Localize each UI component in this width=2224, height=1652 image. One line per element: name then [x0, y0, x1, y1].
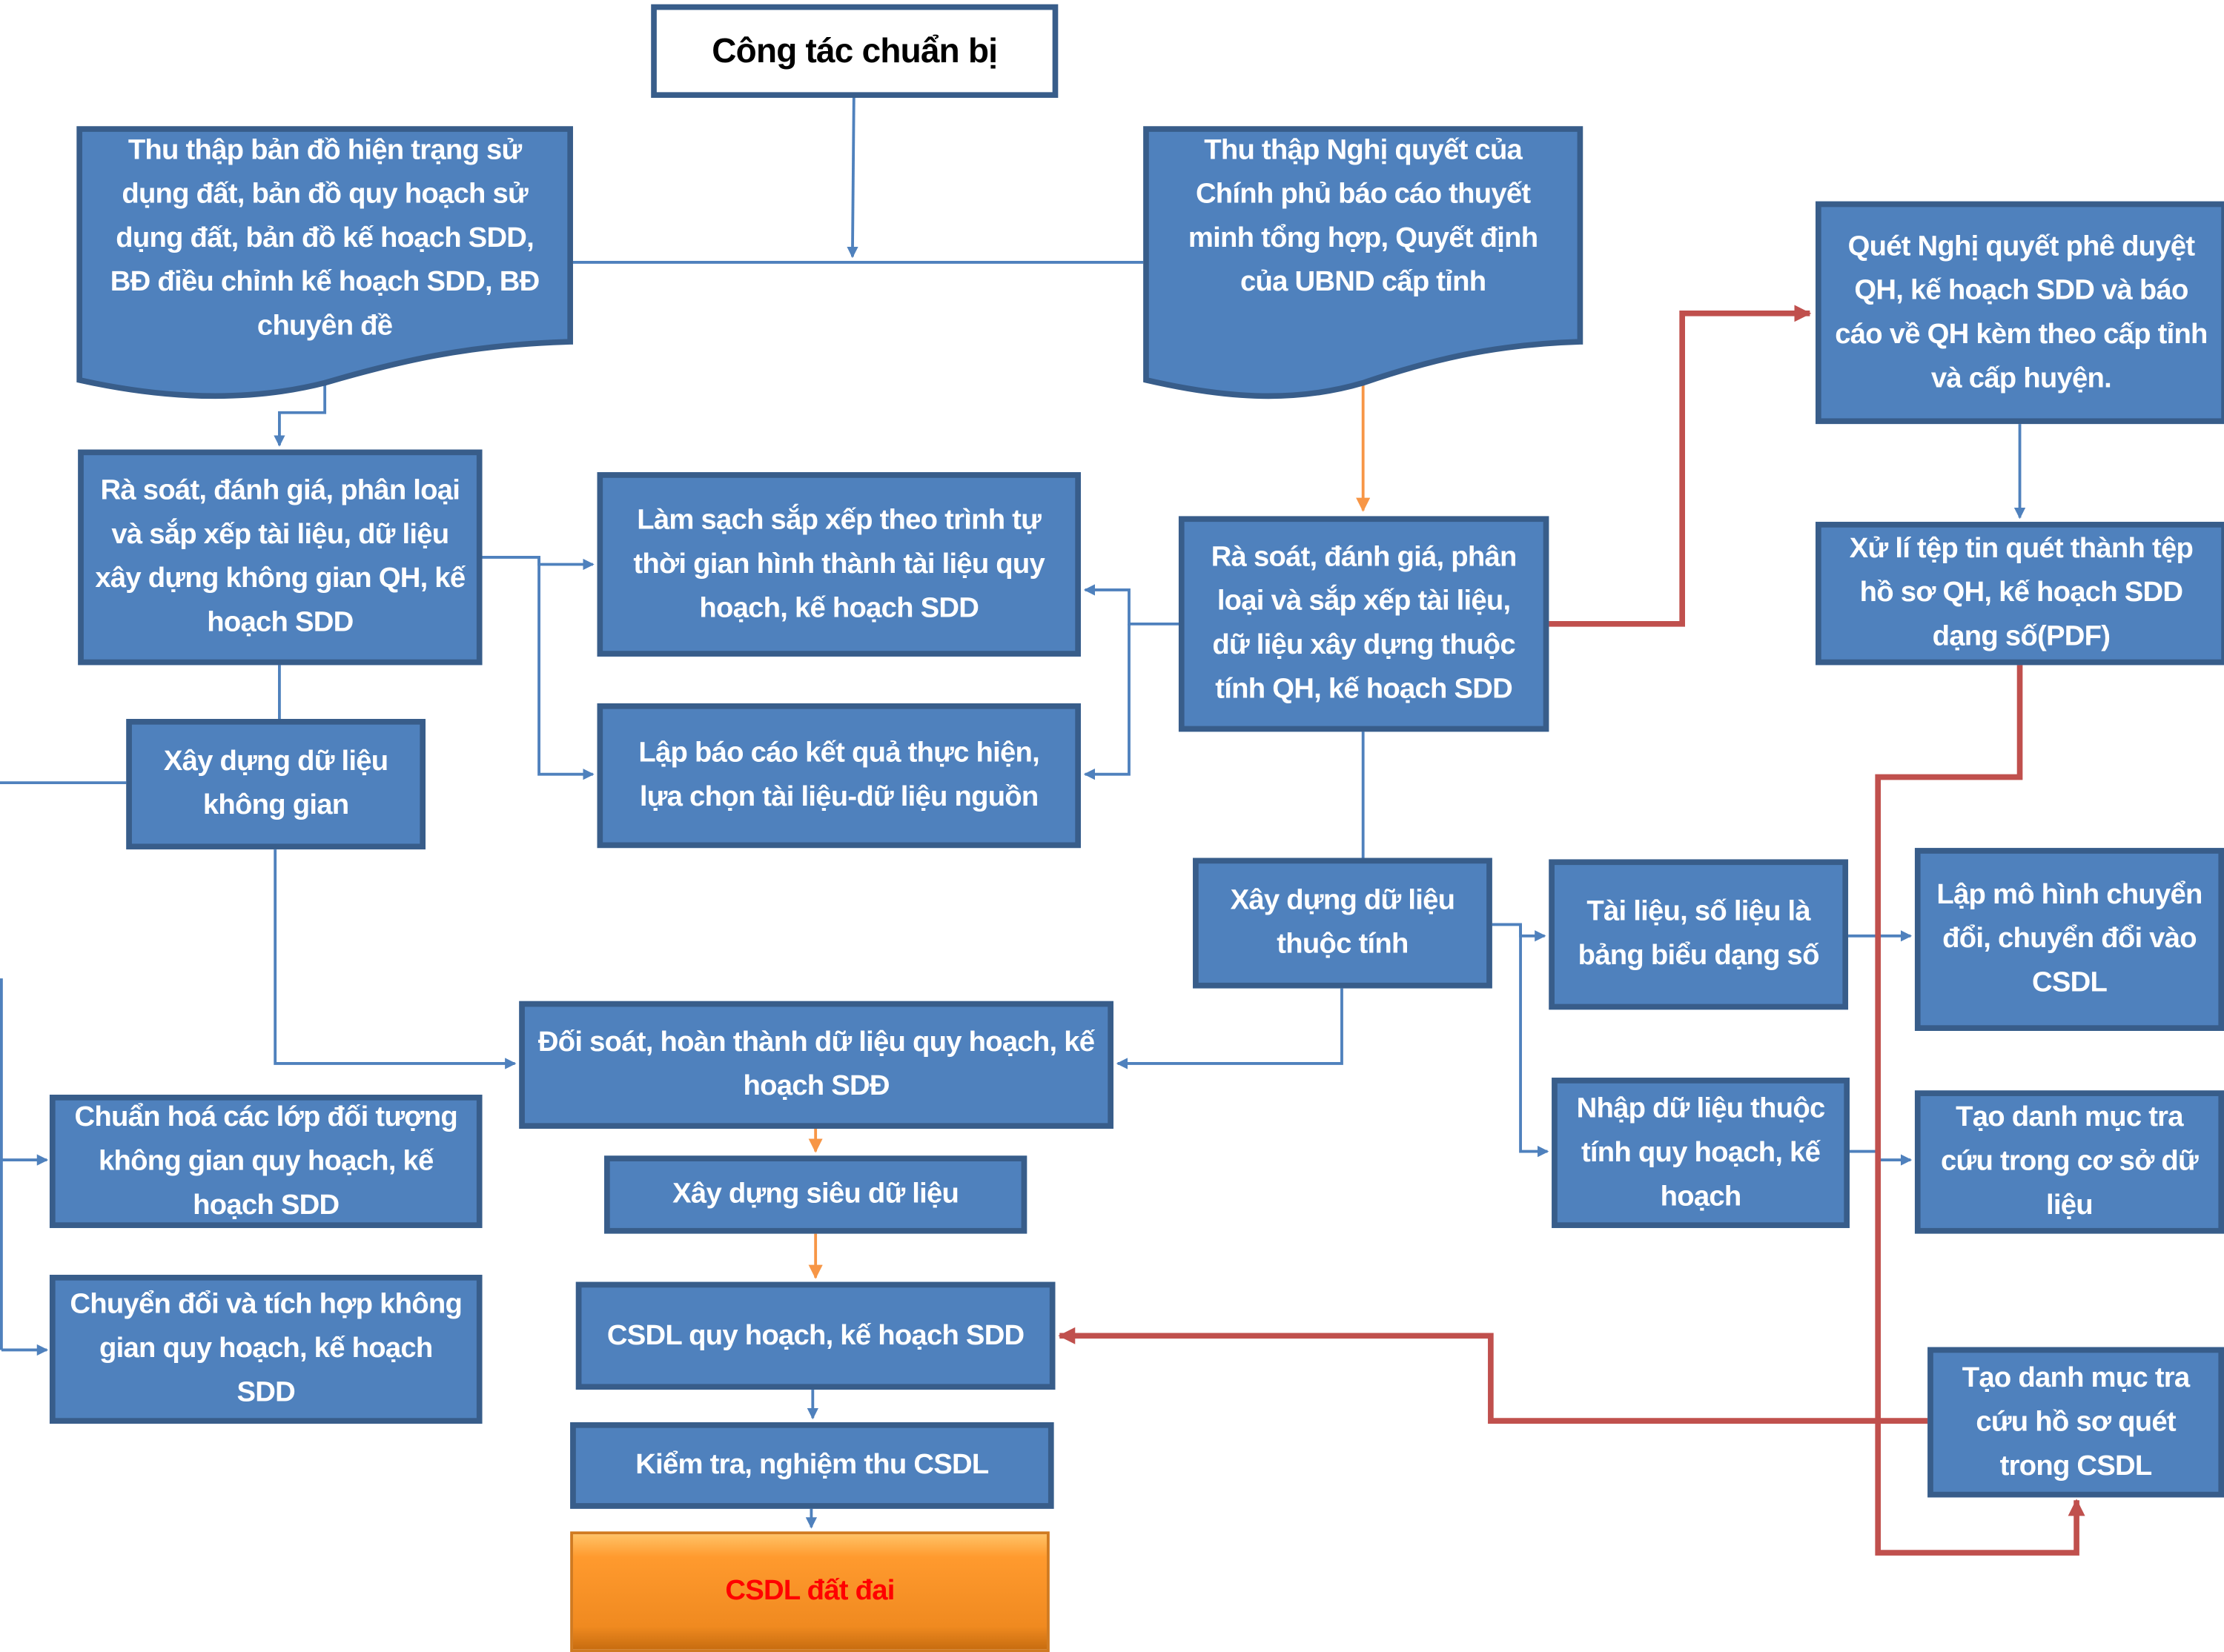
review-attribute-label: Rà soát, đánh giá, phân loại và sắp xếp … [1211, 541, 1518, 705]
report-results-box: Lập báo cáo kết quả thực hiện, lựa chọn … [597, 703, 1081, 849]
collect-maps-label: Thu thập bản đồ hiện trạng sử dụng đất, … [110, 134, 540, 342]
link-start-down [847, 98, 858, 259]
link-maps-review [274, 376, 327, 447]
link-spatial-reconcile [274, 849, 517, 1069]
inspect-box: Kiểm tra, nghiệm thu CSDL [570, 1422, 1054, 1509]
lookup-catalog-box: Tạo danh mục tra cứu trong cơ sở dữ liệu [1914, 1090, 2224, 1234]
link-review-report [537, 557, 595, 780]
convert-integrate-label: Chuyển đổi và tích hợp không gian quy ho… [70, 1289, 463, 1408]
collect-resolutions-box: Thu thập Nghị quyết của Chính phủ báo cá… [1152, 126, 1575, 353]
build-attribute-box: Xây dựng dữ liệu thuộc tính [1193, 857, 1492, 989]
standardize-label: Chuẩn hoá các lớp đối tượng không gian q… [74, 1101, 458, 1221]
process-scans-box: Xử lí tệp tin quét thành tệp hồ sơ QH, k… [1816, 522, 2224, 666]
digital-tables-label: Tài liệu, số liệu là bảng biểu dạng số [1578, 896, 1820, 972]
start-label: Công tác chuẩn bị [712, 32, 998, 70]
clean-sort-label: Làm sạch sắp xếp theo trình tự thời gian… [633, 504, 1045, 623]
reconcile-label: Đối soát, hoàn thành dữ liệu quy hoạch, … [537, 1026, 1095, 1102]
review-spatial-box: Rà soát, đánh giá, phân loại và sắp xếp … [78, 449, 483, 666]
metadata-box: Xây dựng siêu dữ liệu [604, 1155, 1027, 1234]
inspect-label: Kiểm tra, nghiệm thu CSDL [635, 1449, 989, 1481]
convert-integrate-box: Chuyển đổi và tích hợp không gian quy ho… [49, 1275, 483, 1424]
link-build-enter [1519, 924, 1549, 1158]
collect-resolutions-label: Thu thập Nghị quyết của Chính phủ báo cá… [1188, 134, 1538, 298]
process-scans-label: Xử lí tệp tin quét thành tệp hồ sơ QH, k… [1849, 533, 2194, 653]
scan-resolutions-label: Quét Nghị quyết phê duyệt QH, kế hoạch S… [1835, 230, 2208, 394]
build-attribute-label: Xây dựng dữ liệu thuộc tính [1230, 884, 1455, 961]
start-box: Công tác chuẩn bị [651, 4, 1059, 99]
link-review-scan [1549, 305, 1812, 627]
land-db-label: CSDL đất đai [725, 1575, 895, 1607]
scan-catalog-box: Tạo danh mục tra cứu hồ sơ quét trong CS… [1927, 1347, 2224, 1498]
link-attr-report [1083, 623, 1131, 780]
document-shape-resolutions [1143, 126, 1583, 399]
scan-catalog-label: Tạo danh mục tra cứu hồ sơ quét trong CS… [1962, 1361, 2190, 1482]
planning-db-box: CSDL quy hoạch, kế hoạch SDD [575, 1281, 1056, 1390]
review-attribute-box: Rà soát, đánh giá, phân loại và sắp xếp … [1178, 516, 1549, 732]
metadata-label: Xây dựng siêu dữ liệu [672, 1178, 959, 1210]
build-spatial-label: Xây dựng dữ liệu không gian [163, 746, 388, 821]
standardize-box: Chuẩn hoá các lớp đối tượng không gian q… [49, 1095, 483, 1228]
land-db-box: CSDL đất đai [570, 1531, 1050, 1652]
link-build-reconcile [1116, 988, 1343, 1069]
scan-resolutions-box: Quét Nghị quyết phê duyệt QH, kế hoạch S… [1816, 201, 2224, 425]
link-attr-clean [1083, 584, 1179, 626]
collect-maps-box: Thu thập bản đồ hiện trạng sử dụng đất, … [85, 126, 565, 353]
enter-attribute-box: Nhập dữ liệu thuộc tính quy hoạch, kế ho… [1552, 1078, 1850, 1228]
build-spatial-box: Xây dựng dữ liệu không gian [126, 719, 426, 850]
review-spatial-label: Rà soát, đánh giá, phân loại và sắp xếp … [95, 474, 466, 638]
reconcile-box: Đối soát, hoàn thành dữ liệu quy hoạch, … [519, 1001, 1113, 1129]
document-shape-maps [76, 126, 573, 399]
planning-db-label: CSDL quy hoạch, kế hoạch SDD [606, 1319, 1025, 1351]
link-process-scan-catalog [1875, 665, 2085, 1556]
lookup-catalog-label: Tạo danh mục tra cứu trong cơ sở dữ liệu [1941, 1101, 2199, 1221]
conversion-model-box: Lập mô hình chuyển đổi, chuyển đổi vào C… [1914, 848, 2224, 1031]
link-build-tables [1492, 923, 1546, 942]
clean-sort-box: Làm sạch sắp xếp theo trình tự thời gian… [597, 472, 1081, 657]
conversion-model-label: Lập mô hình chuyển đổi, chuyển đổi vào C… [1936, 879, 2203, 998]
digital-tables-box: Tài liệu, số liệu là bảng biểu dạng số [1549, 859, 1849, 1010]
report-results-label: Lập báo cáo kết quả thực hiện, lựa chọn … [638, 737, 1040, 813]
link-catalog-db [1058, 1327, 1928, 1424]
enter-attribute-label: Nhập dữ liệu thuộc tính quy hoạch, kế ho… [1576, 1092, 1826, 1212]
